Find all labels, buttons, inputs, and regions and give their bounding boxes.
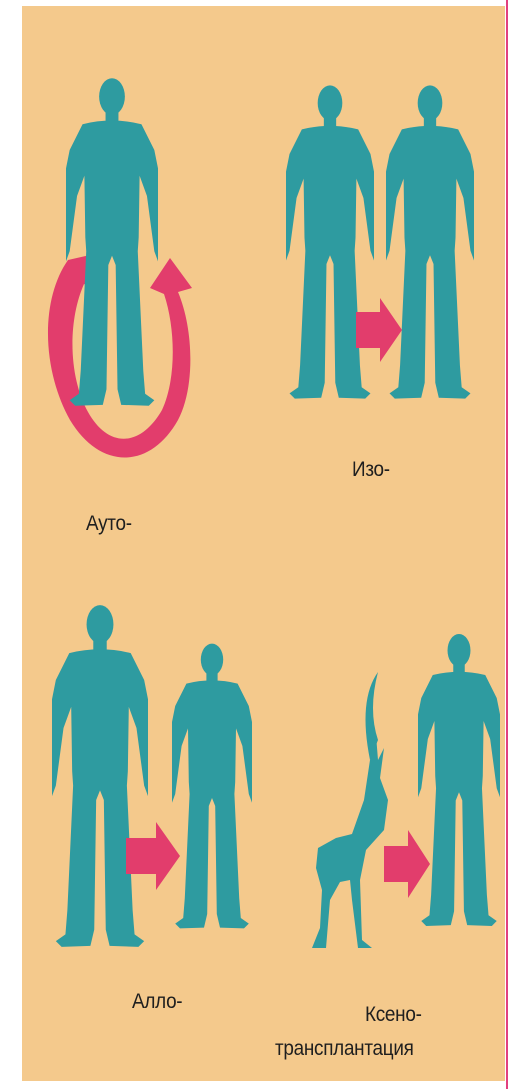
auto-group bbox=[48, 78, 192, 457]
human-figure-icon bbox=[39, 605, 162, 947]
label-iso: Изо- bbox=[352, 458, 390, 482]
label-auto: Ауто- bbox=[86, 512, 132, 536]
right-arrow-icon bbox=[356, 298, 402, 362]
iso-group bbox=[274, 85, 487, 398]
human-figure-icon bbox=[274, 85, 387, 398]
allo-group bbox=[39, 605, 264, 947]
label-allo: Алло- bbox=[132, 990, 182, 1014]
label-xeno-line2: трансплантация bbox=[275, 1037, 414, 1061]
label-xeno-line1: Ксено- bbox=[365, 1003, 422, 1027]
human-figure-icon bbox=[161, 644, 263, 929]
right-arrow-icon bbox=[384, 830, 430, 898]
xeno-group bbox=[312, 634, 510, 948]
human-figure-icon bbox=[407, 634, 510, 926]
right-arrow-icon bbox=[126, 822, 180, 890]
human-figure-icon bbox=[374, 85, 487, 398]
goat-icon bbox=[312, 672, 388, 948]
